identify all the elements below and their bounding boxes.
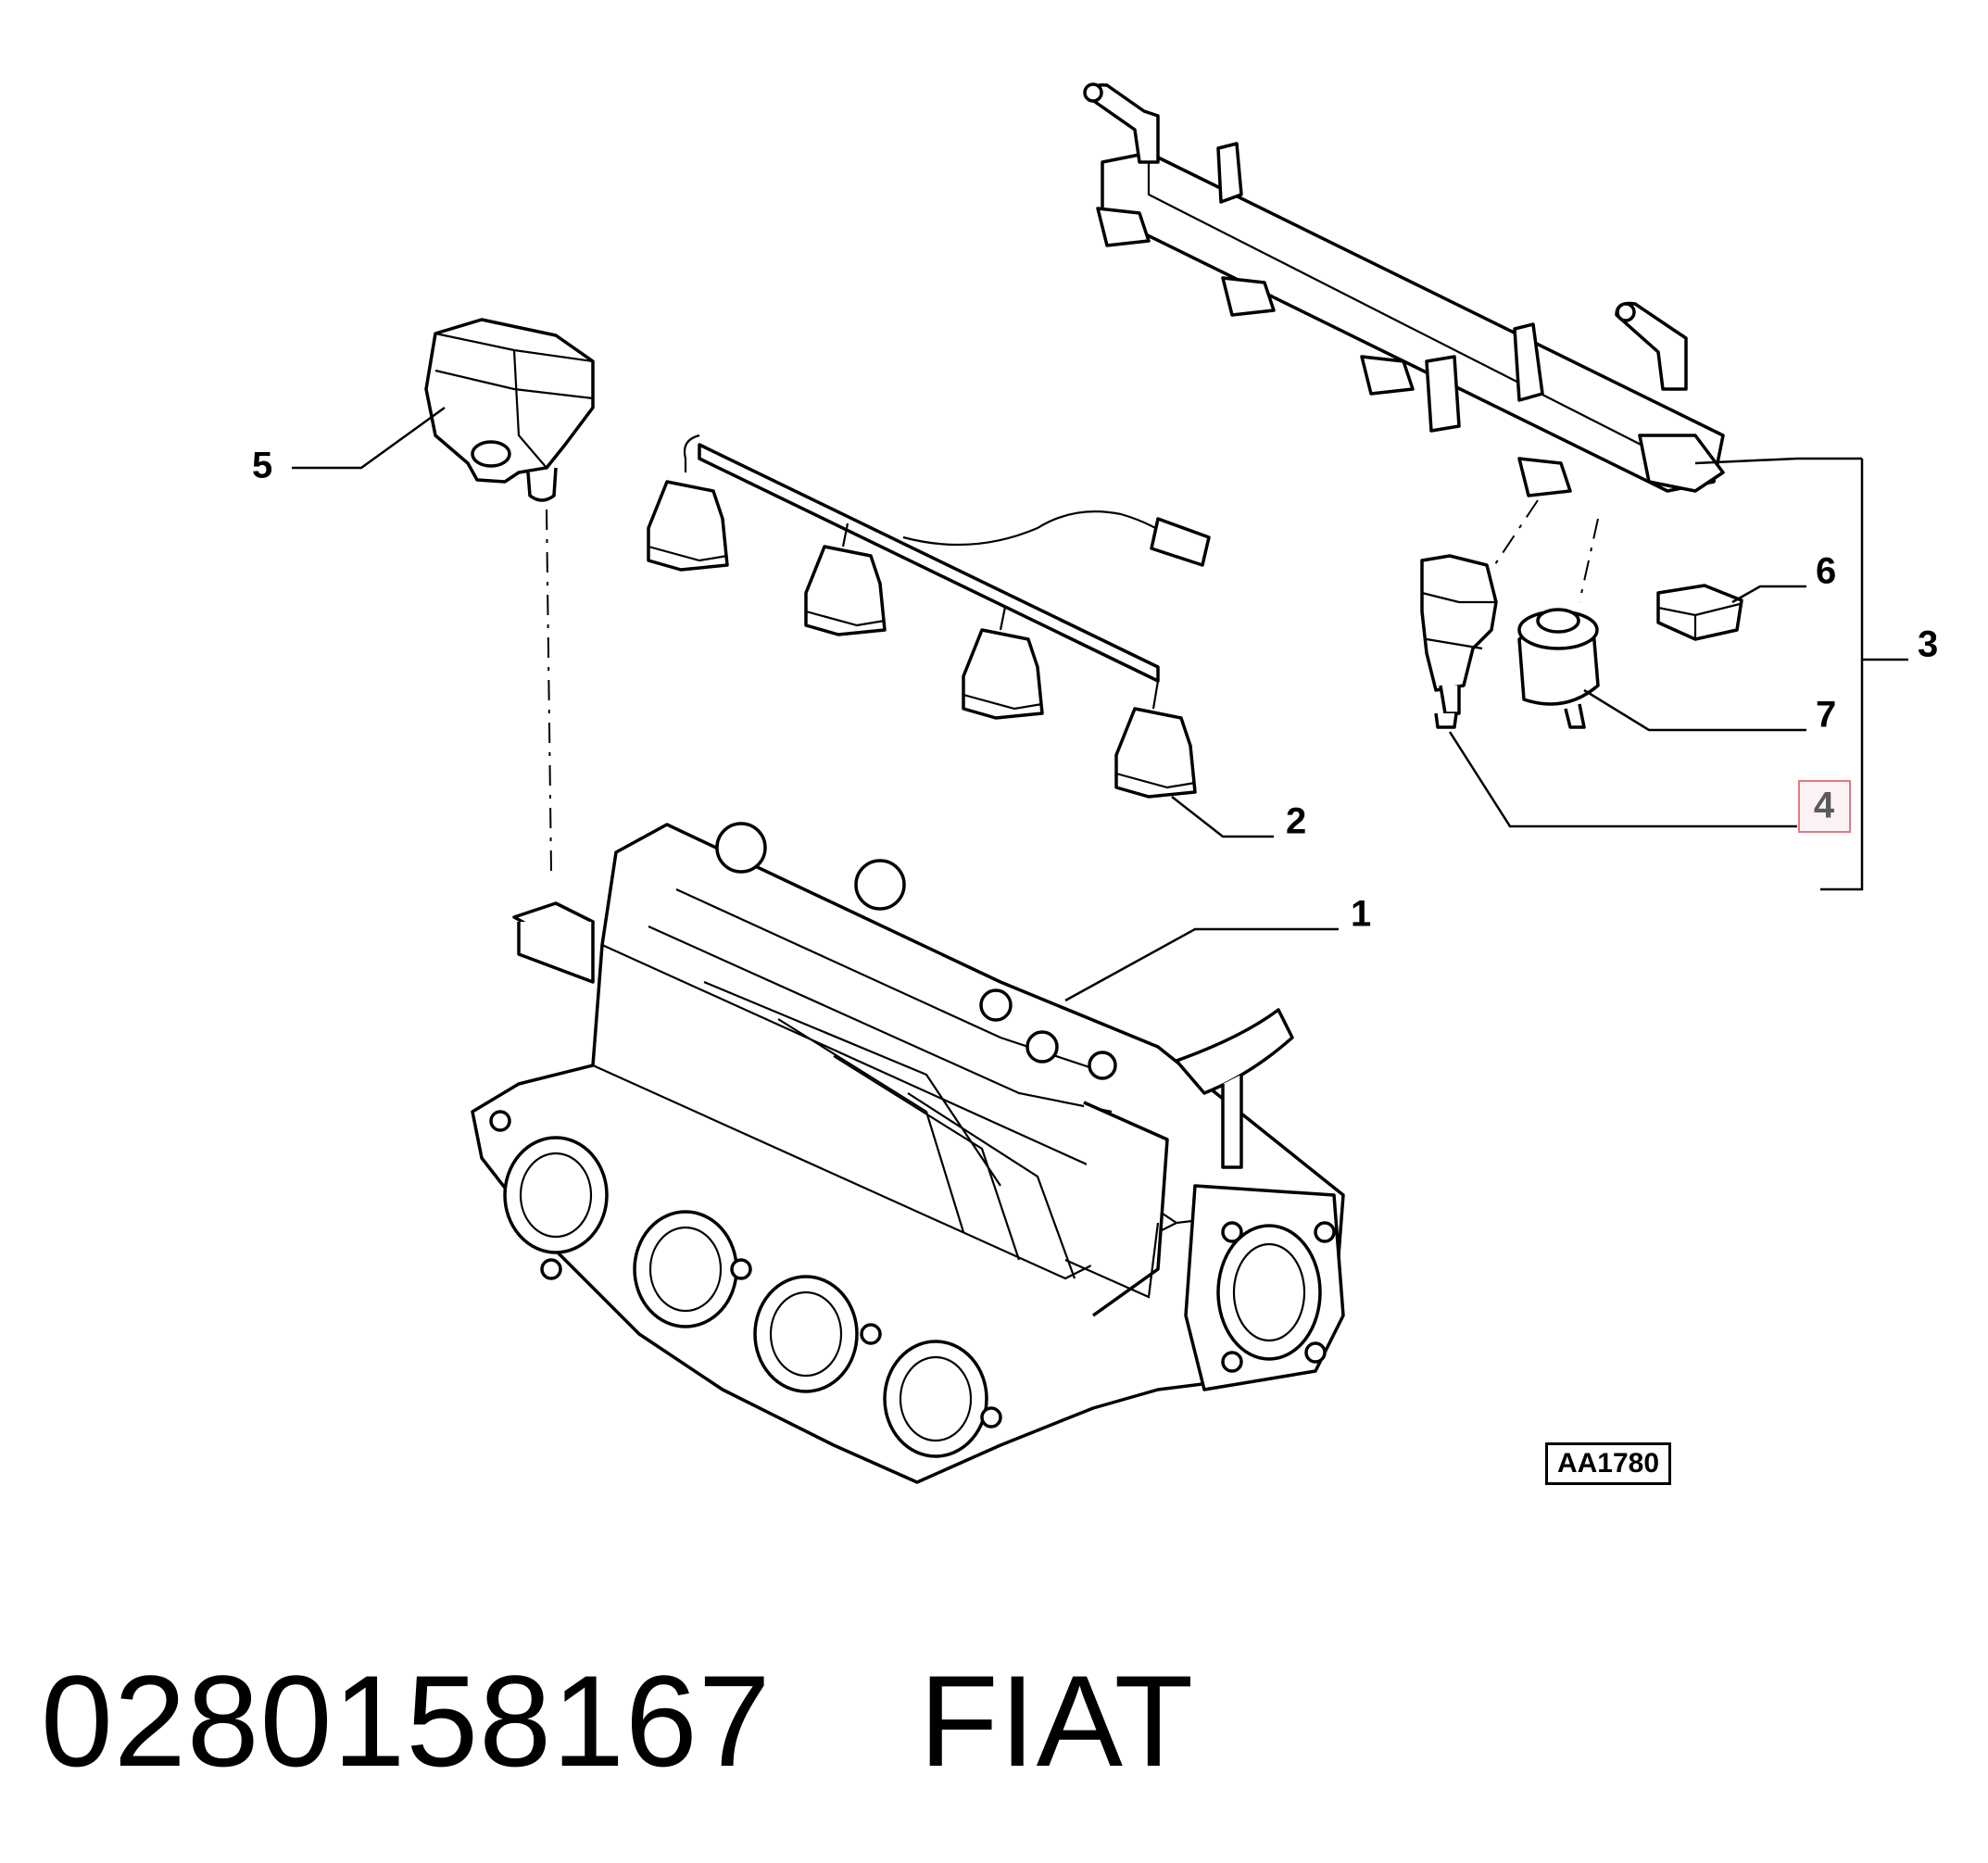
leader-line-6 [1731,585,1806,604]
callout-6-label: 6 [1816,551,1836,592]
parts-diagram: 5 2 1 3 6 7 4 [252,82,1938,1484]
part-1-intake-manifold [471,822,1345,1484]
leader-line-3-top [1694,457,1862,465]
callout-1-label: 1 [1351,894,1371,935]
leader-line-7 [1583,688,1806,732]
diagram-reference-code: AA1780 [1545,1442,1671,1485]
callout-2-label: 2 [1286,801,1306,842]
leader-line-5 [292,406,446,470]
leader-line-4 [1448,731,1797,828]
callout-4-highlight-box [1798,780,1851,833]
callout-7-label: 7 [1816,695,1836,736]
caption-part-number: 0280158167 [41,1648,772,1794]
part-6-clip [1656,584,1743,641]
callout-3-label: 3 [1918,624,1938,665]
part-4-fuel-injector [1420,554,1498,729]
part-5-map-sensor [424,318,595,502]
caption-brand: FIAT [919,1648,1195,1794]
leader-line-3-bracket [1820,459,1864,891]
part-7-axis-line [1579,518,1599,603]
part-2-wiring-harness [647,434,1211,799]
part-5-axis-line [546,509,552,872]
leader-line-1 [1064,927,1339,1002]
part-3-fuel-rail [1083,82,1725,497]
callout-4-label: 4 [1814,786,1835,826]
leader-line-2 [1171,796,1274,838]
part-4-axis-line [1491,499,1539,571]
callout-5-label: 5 [252,446,272,486]
leader-lines [292,406,1908,1002]
part-7-pressure-regulator [1517,608,1600,729]
caption: 0280158167 FIAT [41,1647,1194,1795]
